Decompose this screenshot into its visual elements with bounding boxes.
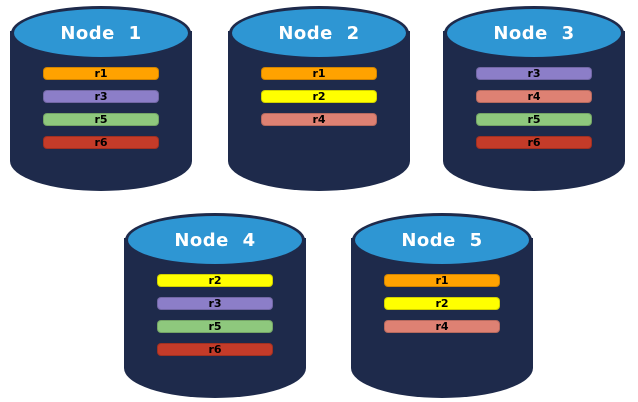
replica-bar: r4 <box>476 90 592 103</box>
replica-bar: r3 <box>43 90 159 103</box>
replica-label: r1 <box>435 274 449 287</box>
replica-label: r3 <box>208 297 222 310</box>
replica-bar-list: r1 r2 r4 <box>351 274 533 333</box>
replica-bar: r3 <box>157 297 273 310</box>
replica-label: r5 <box>94 113 108 126</box>
replica-bar: r5 <box>476 113 592 126</box>
replica-bar: r5 <box>43 113 159 126</box>
cylinder-top-ellipse: Node 1 <box>11 6 191 60</box>
replica-label: r1 <box>94 67 108 80</box>
database-node-2: Node 2 r1 r2 r4 <box>228 5 410 191</box>
replica-label: r2 <box>312 90 326 103</box>
database-node-4: Node 4 r2 r3 r5 r6 <box>124 212 306 398</box>
replica-bar: r2 <box>384 297 500 310</box>
node-title: Node 5 <box>401 229 483 251</box>
replica-label: r6 <box>527 136 541 149</box>
cylinder-top-ellipse: Node 2 <box>229 6 409 60</box>
replica-bar: r4 <box>261 113 377 126</box>
node-title: Node 2 <box>278 22 360 44</box>
replica-bar: r6 <box>43 136 159 149</box>
replica-label: r1 <box>312 67 326 80</box>
replica-label: r4 <box>527 90 541 103</box>
replica-label: r4 <box>312 113 326 126</box>
replica-bar: r5 <box>157 320 273 333</box>
cylinder-top-ellipse: Node 3 <box>444 6 624 60</box>
node-title: Node 4 <box>174 229 256 251</box>
replica-bar-list: r1 r3 r5 r6 <box>10 67 192 149</box>
replica-label: r5 <box>208 320 222 333</box>
replica-bar: r2 <box>157 274 273 287</box>
replica-bar-list: r3 r4 r5 r6 <box>443 67 625 149</box>
cylinder-top-ellipse: Node 5 <box>352 213 532 267</box>
replica-bar: r2 <box>261 90 377 103</box>
replica-bar: r1 <box>43 67 159 80</box>
replica-label: r3 <box>527 67 541 80</box>
replica-bar-list: r1 r2 r4 <box>228 67 410 126</box>
cylinder-top-ellipse: Node 4 <box>125 213 305 267</box>
replica-label: r3 <box>94 90 108 103</box>
node-title: Node 3 <box>493 22 575 44</box>
replica-label: r4 <box>435 320 449 333</box>
replica-label: r6 <box>94 136 108 149</box>
replica-label: r2 <box>208 274 222 287</box>
replica-label: r5 <box>527 113 541 126</box>
database-node-1: Node 1 r1 r3 r5 r6 <box>10 5 192 191</box>
database-node-5: Node 5 r1 r2 r4 <box>351 212 533 398</box>
replica-bar: r6 <box>476 136 592 149</box>
replica-label: r2 <box>435 297 449 310</box>
replica-label: r6 <box>208 343 222 356</box>
replica-bar: r1 <box>384 274 500 287</box>
replica-bar: r1 <box>261 67 377 80</box>
database-node-3: Node 3 r3 r4 r5 r6 <box>443 5 625 191</box>
replica-bar: r3 <box>476 67 592 80</box>
node-title: Node 1 <box>60 22 142 44</box>
replica-bar: r6 <box>157 343 273 356</box>
replica-bar-list: r2 r3 r5 r6 <box>124 274 306 356</box>
replica-bar: r4 <box>384 320 500 333</box>
